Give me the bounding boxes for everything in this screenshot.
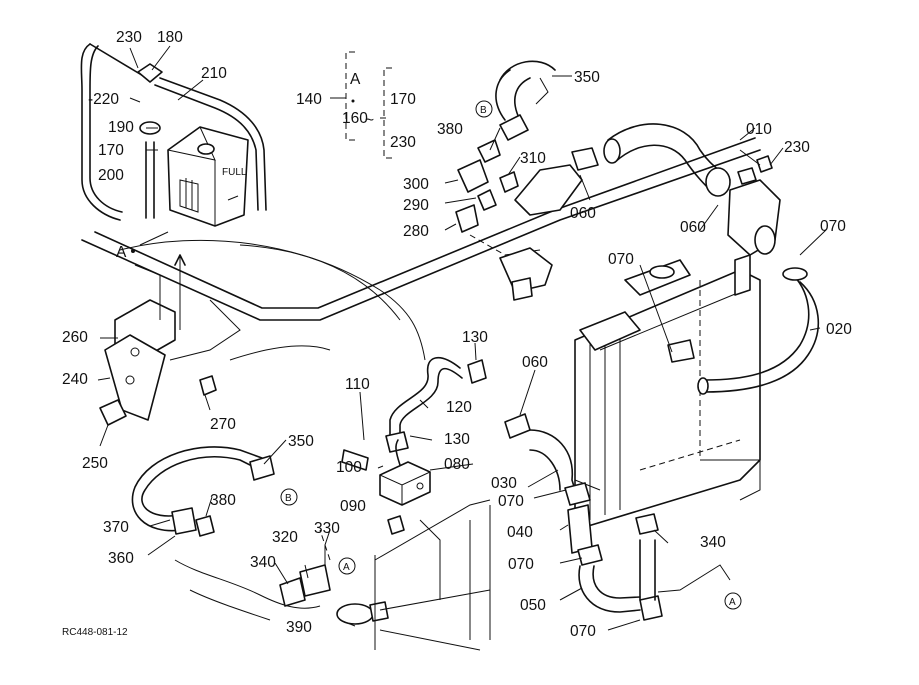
circled-refs: B B A A: [280, 100, 742, 610]
label-130-top: 130: [462, 329, 488, 346]
label-170: 170: [98, 142, 124, 159]
radiator: [574, 254, 761, 531]
label-140: 140: [296, 91, 322, 108]
label-230-right: 230: [784, 139, 810, 156]
tank-full-mark: FULL: [222, 167, 247, 178]
bypass-hose: [385, 357, 487, 453]
label-080: 080: [444, 456, 470, 473]
label-130-lower: 130: [444, 431, 470, 448]
upper-radiator-hose: [603, 123, 731, 197]
water-pump-housing: [727, 149, 781, 256]
label-070-mid: 070: [498, 493, 524, 510]
label-350-lower: 350: [288, 433, 314, 450]
svg-text:B: B: [285, 493, 292, 504]
label-320: 320: [272, 529, 298, 546]
ref-circle-b-top: [475, 100, 493, 118]
lower-hoses: [504, 413, 731, 621]
label-250: 250: [82, 455, 108, 472]
label-090: 090: [340, 498, 366, 515]
label-020: 020: [826, 321, 852, 338]
label-100: 100: [336, 459, 362, 476]
label-390: 390: [286, 619, 312, 636]
label-070-bottom: 070: [570, 623, 596, 640]
label-040: 040: [507, 524, 533, 541]
label-270: 270: [210, 416, 236, 433]
reservoir-tank: FULL: [167, 126, 249, 227]
label-380: 380: [437, 121, 463, 138]
label-230-range: 230: [390, 134, 416, 151]
label-360: 360: [108, 550, 134, 567]
label-180: 180: [157, 29, 183, 46]
label-070-low: 070: [508, 556, 534, 573]
label-010: 010: [746, 121, 772, 138]
upper-fittings: [455, 60, 599, 301]
label-group-a: A: [350, 71, 361, 88]
label-330: 330: [314, 520, 340, 537]
label-070-right: 070: [820, 218, 846, 235]
figure-code: RC448-081-12: [62, 627, 128, 638]
ref-circle-a-lower: [338, 557, 356, 575]
label-380-lower: 380: [210, 492, 236, 509]
label-190: 190: [108, 119, 134, 136]
svg-text:A: A: [729, 597, 736, 608]
label-300: 300: [403, 176, 429, 193]
bracket-assembly: [99, 254, 217, 426]
label-220: -220: [88, 91, 119, 108]
label-200: 200: [98, 167, 124, 184]
label-210: 210: [201, 65, 227, 82]
label-230: 230: [116, 29, 142, 46]
label-370: 370: [103, 519, 129, 536]
label-350: 350: [574, 69, 600, 86]
label-290: 290: [403, 197, 429, 214]
label-240: 240: [62, 371, 88, 388]
label-060-right: 060: [680, 219, 706, 236]
ref-a-left: A: [116, 244, 127, 261]
label-120: 120: [446, 399, 472, 416]
label-280: 280: [403, 223, 429, 240]
part-labels: 230 180 210 -220 190 170 200 A 140 A 160…: [62, 29, 852, 640]
svg-text:~: ~: [365, 112, 374, 129]
label-050: 050: [520, 597, 546, 614]
frame-outline: [81, 137, 761, 361]
group-bracket: ~: [345, 51, 392, 159]
label-160: 160: [342, 110, 368, 127]
distribution-block: [341, 439, 431, 535]
engine-lower-outline: [374, 499, 491, 651]
label-060-top: 060: [570, 205, 596, 222]
lower-radiator-hose: [667, 267, 820, 395]
label-110: 110: [345, 376, 370, 393]
label-030: 030: [491, 475, 517, 492]
label-340-right: 340: [700, 534, 726, 551]
ref-circle-b-lower: [280, 488, 298, 506]
svg-text:A: A: [343, 562, 350, 573]
label-310: 310: [520, 150, 546, 167]
heater-hose-assembly: [131, 446, 389, 625]
ref-circle-a-right: [724, 592, 742, 610]
label-340-left: 340: [250, 554, 276, 571]
label-260: 260: [62, 329, 88, 346]
label-060-center: 060: [522, 354, 548, 371]
label-070-center: 070: [608, 251, 634, 268]
label-170-range: 170: [390, 91, 416, 108]
leader-lines: [97, 45, 827, 631]
overflow-hose: [80, 43, 267, 221]
svg-text:B: B: [480, 105, 487, 116]
